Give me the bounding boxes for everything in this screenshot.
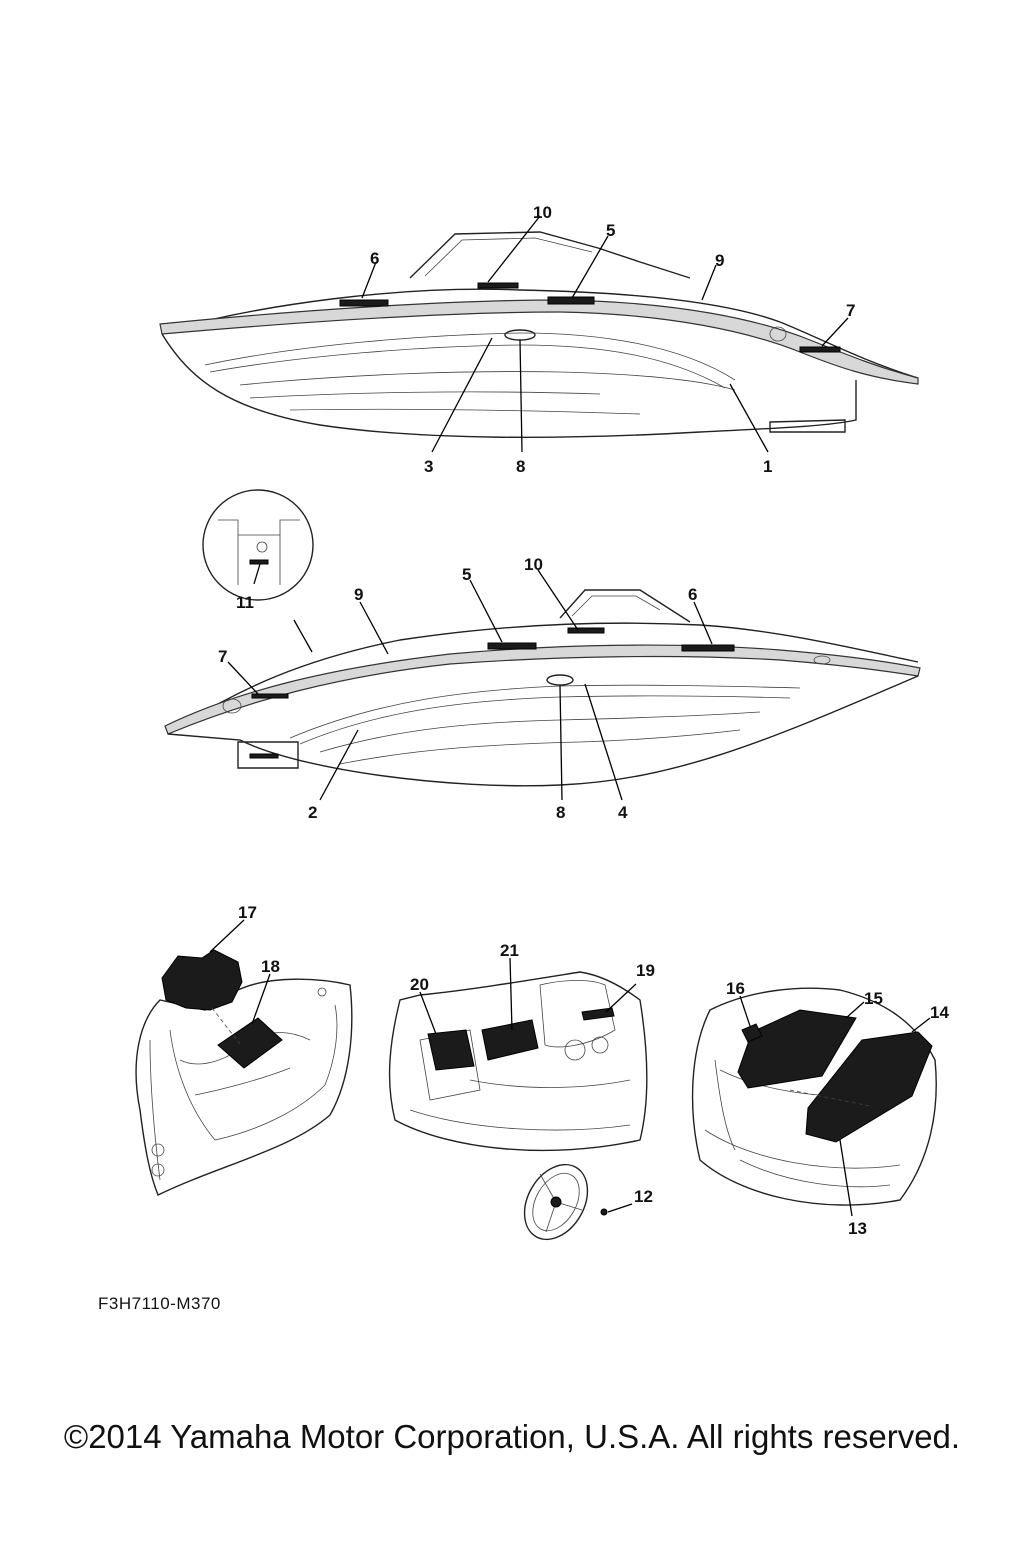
helm-interior-view (388, 971, 648, 1241)
copyright-notice: ©2014 Yamaha Motor Corporation, U.S.A. A… (63, 1418, 961, 1455)
callout-mid-11: 11 (236, 593, 254, 612)
top-callouts: 10 5 6 9 7 3 8 1 (370, 203, 855, 476)
mat-15 (737, 1009, 857, 1089)
callout-top-3: 3 (424, 457, 433, 476)
callout-17: 17 (238, 903, 257, 922)
badge-mid-8 (546, 674, 574, 686)
callout-20: 20 (410, 975, 429, 994)
callout-18: 18 (261, 957, 280, 976)
bottom-left-callouts: 17 18 (238, 903, 280, 976)
mat-14 (805, 1031, 933, 1143)
callout-mid-10: 10 (524, 555, 543, 574)
callout-top-1: 1 (763, 457, 772, 476)
boat-top-view (159, 231, 919, 439)
mat-20 (427, 1029, 475, 1071)
callout-mid-6: 6 (688, 585, 697, 604)
callout-top-7: 7 (846, 301, 855, 320)
callout-mid-8: 8 (556, 803, 565, 822)
callout-top-6: 6 (370, 249, 379, 268)
decal-19 (581, 1007, 615, 1021)
callout-13: 13 (848, 1219, 867, 1238)
callout-top-8: 8 (516, 457, 525, 476)
callout-16: 16 (726, 979, 745, 998)
badge-top-8 (504, 329, 536, 341)
bottom-left-leaders (209, 919, 271, 1025)
bottom-right-leaders (739, 995, 931, 1217)
cap-12 (600, 1208, 608, 1216)
mat-18 (217, 1017, 283, 1069)
callout-mid-7: 7 (218, 647, 227, 666)
callout-top-10: 10 (533, 203, 552, 222)
diagram-code: F3H7110-M370 (98, 1294, 221, 1313)
callout-21: 21 (500, 941, 519, 960)
bow-interior-view (135, 949, 353, 1196)
steering-wheel (523, 1163, 589, 1241)
windshield-top (409, 231, 691, 279)
decal-logo-top-6 (339, 299, 389, 307)
callout-12: 12 (634, 1187, 653, 1206)
detail-circle (202, 489, 314, 601)
callout-mid-9: 9 (354, 585, 363, 604)
boat-middle-view (164, 489, 921, 787)
callout-19: 19 (636, 961, 655, 980)
top-leaders (361, 215, 849, 453)
callout-mid-2: 2 (308, 803, 317, 822)
bottom-right-callouts: 16 15 14 13 (726, 979, 949, 1238)
mat-16 (741, 1023, 763, 1043)
callout-top-5: 5 (606, 221, 615, 240)
callout-mid-5: 5 (462, 565, 471, 584)
middle-leaders (227, 563, 713, 801)
bottom-center-leaders (419, 957, 637, 1213)
callout-mid-4: 4 (618, 803, 628, 822)
callout-14: 14 (930, 1003, 949, 1022)
stern-interior-view (691, 987, 937, 1206)
decal-logo-mid-6 (681, 644, 735, 652)
callout-top-9: 9 (715, 251, 724, 270)
mat-17 (161, 949, 243, 1011)
decal-logo-mid-5 (487, 642, 537, 650)
callout-15: 15 (864, 989, 883, 1008)
middle-callouts: 11 9 5 10 6 7 2 8 4 (218, 555, 697, 822)
decal-logo-top-5 (547, 296, 595, 305)
rub-rail-top (159, 299, 919, 385)
bottom-center-callouts: 21 20 19 12 (410, 941, 655, 1206)
mat-21 (481, 1019, 539, 1061)
